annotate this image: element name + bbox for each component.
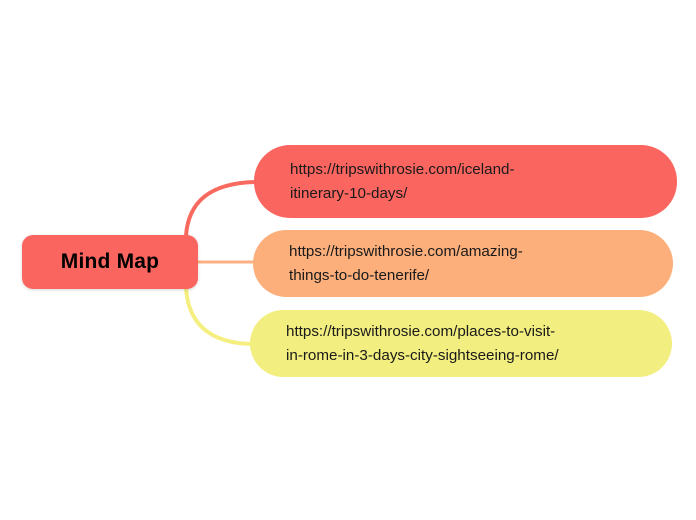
branch-node-1-label: https://tripswithrosie.com/iceland- itin… — [290, 160, 515, 202]
connector-branch-1 — [184, 180, 258, 238]
branch-node-3-label: https://tripswithrosie.com/places-to-vis… — [286, 322, 559, 364]
branch-node-2-label: https://tripswithrosie.com/amazing- thin… — [289, 242, 523, 284]
connector-branch-3 — [184, 286, 254, 346]
root-node[interactable]: Mind Map — [22, 235, 198, 289]
root-node-label: Mind Map — [60, 250, 160, 273]
branch-node-3[interactable]: https://tripswithrosie.com/places-to-vis… — [250, 310, 672, 377]
branch-node-1[interactable]: https://tripswithrosie.com/iceland- itin… — [254, 145, 677, 218]
branch-node-2[interactable]: https://tripswithrosie.com/amazing- thin… — [253, 230, 673, 297]
